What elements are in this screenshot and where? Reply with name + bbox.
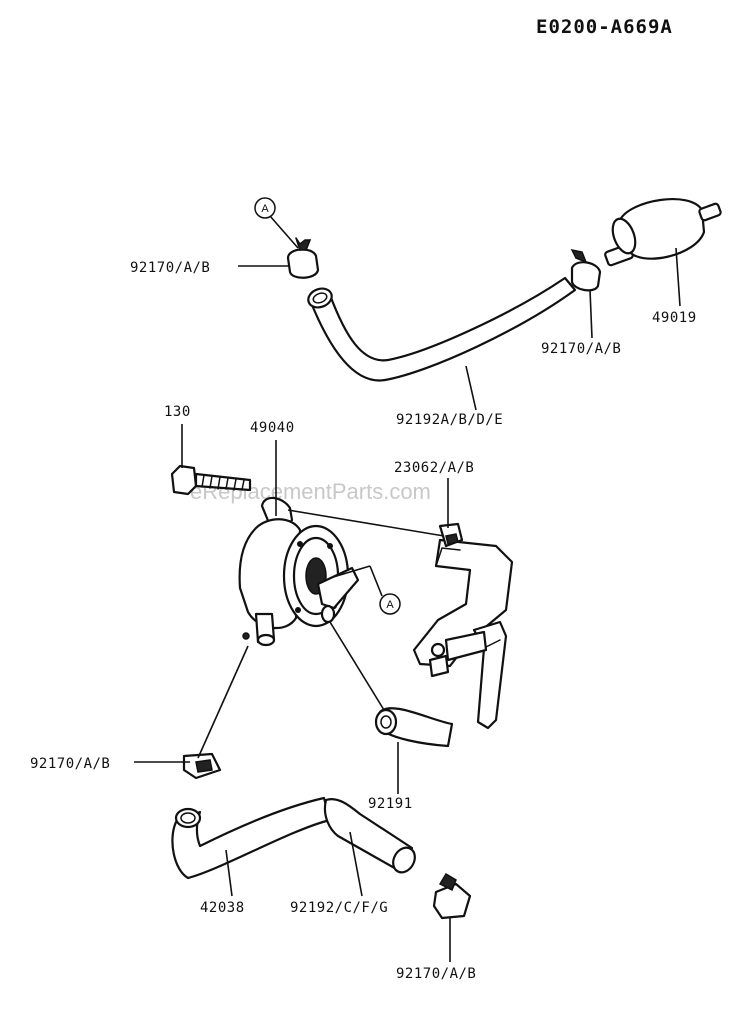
label-clamp-mid-left: 92170/A/B [30,756,110,772]
label-clamp-bottom: 92170/A/B [396,966,476,982]
label-clamp-top-right: 92170/A/B [541,341,621,357]
clamp-top-left [286,237,320,279]
label-hose-bottom: 92192/C/F/G [290,900,388,916]
clamp-bottom [432,872,472,920]
callout-a-mid: A [379,593,401,615]
label-bracket: 23062/A/B [394,460,474,476]
callout-a-top: A [254,197,276,219]
leader-lines [134,215,681,962]
label-hose-bottom-pipe: 42038 [200,900,245,916]
svg-text:A: A [261,203,269,215]
diagram-code: E0200-A669A [536,16,673,38]
fuel-pump [238,496,360,647]
bottom-hose [171,796,416,880]
fuel-filter [604,198,722,267]
label-fuel-pump: 49040 [250,420,295,436]
clamp-top-right [570,248,602,292]
bracket [412,522,514,730]
clamp-mid-left [182,752,222,780]
label-hose-top: 92192A/B/D/E [396,412,503,428]
svg-text:A: A [386,599,394,611]
short-hose [374,707,454,748]
label-bolt: 130 [164,404,191,420]
label-clamp-top-left: 92170/A/B [130,260,210,276]
label-fuel-filter: 49019 [652,310,697,326]
upper-fuel-hose [307,276,577,382]
label-hose-short: 92191 [368,796,413,812]
bolt [170,464,252,496]
